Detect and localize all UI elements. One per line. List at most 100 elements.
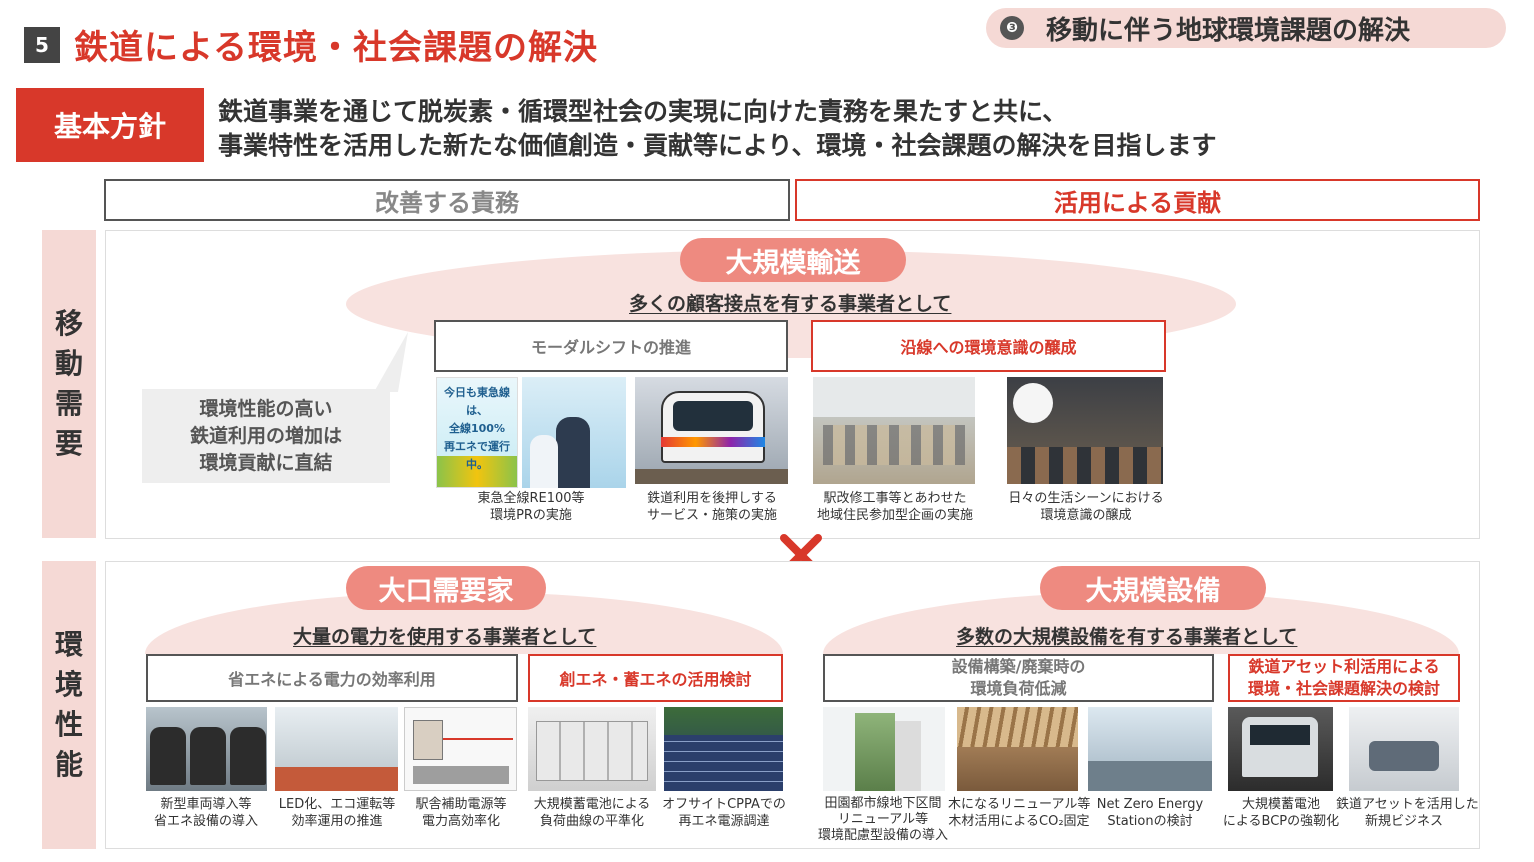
row-label-char: 境 — [54, 668, 83, 701]
awareness-box: 沿線への環境意識の醸成 — [811, 320, 1166, 372]
row-label-char: 動 — [54, 347, 83, 380]
large-facility-pill: 大規模設備 — [1040, 566, 1266, 610]
new-train-photo — [146, 707, 267, 791]
topic-number: ❸ — [1000, 16, 1024, 40]
caption-line: 効率運用の推進 — [291, 814, 383, 829]
caption-line: 田園都市線地下区間 — [824, 796, 942, 811]
caption-line: 新型車両導入等 — [160, 797, 252, 812]
tokyu-staff-poster-photo — [522, 377, 626, 488]
poster-line: 再エネで運行中。 — [444, 440, 510, 471]
caption: 大規模蓄電池 によるBCPの強靭化 — [1218, 796, 1344, 830]
caption-line: 地域住民参加型企画の実施 — [816, 508, 973, 523]
left-subtitle: 大量の電力を使用する事業者として — [293, 626, 597, 648]
building-rendering-photo — [823, 707, 945, 791]
solar-panel-photo — [664, 707, 783, 791]
row-label-char: 需 — [54, 387, 83, 420]
caption: 駅舎補助電源等 電力高効率化 — [400, 796, 522, 830]
caption: LED化、エコ運転等 効率運用の推進 — [270, 796, 404, 830]
mobility-pill: 大規模輸送 — [680, 238, 906, 282]
modal-shift-box: モーダルシフトの推進 — [434, 320, 788, 372]
caption: 駅改修工事等とあわせた 地域住民参加型企画の実施 — [800, 490, 990, 524]
caption-line: 電力高効率化 — [421, 814, 500, 829]
caption-line: 東急全線RE100等 — [477, 491, 585, 506]
caption-line: 大規模蓄電池 — [1241, 797, 1320, 812]
caption-line: 日々の生活シーンにおける — [1008, 491, 1164, 506]
caption-line: 木材活用によるCO₂固定 — [948, 814, 1090, 829]
topic-badge: ❸ 移動に伴う地球環境課題の解決 — [986, 8, 1506, 48]
page-title: 鉄道による環境・社会課題の解決 — [74, 28, 598, 68]
caption-line: 駅舎補助電源等 — [415, 797, 507, 812]
battery-storage-photo — [528, 707, 656, 791]
note-line: 環境性能の高い — [199, 397, 333, 420]
caption-line: オフサイトCPPAでの — [662, 797, 786, 812]
caption-line: 鉄道アセットを活用した — [1336, 797, 1479, 812]
led-station-photo — [275, 707, 398, 791]
note-line: 環境貢献に直結 — [199, 451, 333, 474]
lifestyle-market-photo — [1007, 377, 1163, 484]
caption-line: 木になるリニューアル等 — [948, 797, 1091, 812]
row-label-char: 能 — [54, 748, 83, 781]
caption-line: によるBCPの強靭化 — [1222, 814, 1340, 829]
callout-pointer — [374, 332, 408, 392]
row-label-mobility: 移 動 需 要 — [42, 230, 96, 538]
caption: 田園都市線地下区間 リニューアル等 環境配慮型設備の導入 — [808, 796, 958, 844]
energy-saving-box: 省エネによる電力の効率利用 — [146, 654, 518, 702]
row-label-char: 移 — [54, 307, 83, 340]
box-line: 設備構築/廃棄時の — [951, 657, 1086, 676]
row-label-char: 要 — [54, 427, 83, 460]
large-consumer-pill: 大口需要家 — [346, 566, 546, 610]
caption-line: 新規ビジネス — [1364, 814, 1443, 829]
caption: 鉄道利用を後押しする サービス・施策の実施 — [626, 490, 798, 524]
caption-line: 省エネ設備の導入 — [153, 814, 258, 829]
caption-line: 駅改修工事等とあわせた — [823, 491, 967, 506]
caption-line: 鉄道利用を後押しする — [647, 491, 777, 506]
box-line: 環境・社会課題解決の検討 — [1247, 679, 1440, 698]
mobility-subtitle: 多くの顧客接点を有する事業者として — [629, 293, 952, 315]
caption-line: 再エネ電源調達 — [678, 814, 770, 829]
right-subtitle: 多数の大規模設備を有する事業者として — [956, 626, 1298, 648]
caption: 東急全線RE100等 環境PRの実施 — [436, 490, 626, 524]
caption-line: 大規模蓄電池による — [533, 797, 651, 812]
caption: 木になるリニューアル等 木材活用によるCO₂固定 — [948, 796, 1090, 830]
row-label-char: 性 — [54, 708, 83, 741]
train-photo — [635, 377, 788, 484]
caption: 大規模蓄電池による 負荷曲線の平準化 — [522, 796, 662, 830]
policy-line-2: 事業特性を活用した新たな価値創造・貢献等により、環境・社会課題の解決を目指します — [218, 131, 1217, 160]
section-number: 5 — [24, 27, 60, 63]
asset-utilization-box: 鉄道アセット利活用による 環境・社会課題解決の検討 — [1228, 654, 1460, 702]
caption-line: LED化、エコ運転等 — [278, 797, 396, 812]
re100-poster-photo: 今日も東急線は、 全線100% 再エネで運行中。 — [436, 377, 518, 488]
station-renovation-photo — [813, 377, 975, 484]
note-line: 鉄道利用の増加は — [189, 424, 342, 447]
topic-label: 移動に伴う地球環境課題の解決 — [1046, 15, 1411, 46]
poster-line: 今日も東急線は、 — [444, 386, 510, 417]
caption-line: 環境PRの実施 — [490, 508, 572, 523]
poster-line: 全線100% — [449, 422, 505, 435]
column-header-duty: 改善する責務 — [104, 179, 790, 221]
caption-line: リニューアル等 — [837, 812, 929, 827]
auxiliary-power-diagram — [404, 707, 517, 791]
caption: 日々の生活シーンにおける 環境意識の醸成 — [995, 490, 1177, 524]
box-line: 鉄道アセット利活用による — [1248, 657, 1440, 676]
policy-line-1: 鉄道事業を通じて脱炭素・循環型社会の実現に向けた責務を果たすと共に、 — [218, 97, 1068, 126]
caption: 鉄道アセットを活用した 新規ビジネス — [1336, 796, 1479, 830]
policy-label: 基本方針 — [16, 88, 204, 162]
caption: 新型車両導入等 省エネ設備の導入 — [136, 796, 276, 830]
note-box: 環境性能の高い 鉄道利用の増加は 環境貢献に直結 — [142, 389, 390, 483]
caption-line: 負荷曲線の平準化 — [539, 814, 644, 829]
caption: オフサイトCPPAでの 再エネ電源調達 — [660, 796, 788, 830]
energy-creation-box: 創エネ・蓄エネの活用検討 — [528, 654, 783, 702]
row-label-char: 環 — [54, 628, 83, 661]
caption-line: 環境意識の醸成 — [1040, 508, 1132, 523]
column-header-contribution: 活用による貢献 — [795, 179, 1480, 221]
facility-lifecycle-box: 設備構築/廃棄時の 環境負荷低減 — [823, 654, 1214, 702]
row-label-environment: 環 境 性 能 — [42, 561, 96, 849]
bcp-battery-photo — [1228, 707, 1333, 791]
zero-energy-station-photo — [1088, 707, 1212, 791]
caption-line: 環境配慮型設備の導入 — [817, 828, 948, 843]
caption-line: サービス・施策の実施 — [646, 508, 777, 523]
wooden-station-photo — [957, 707, 1078, 791]
caption-line: Net Zero Energy — [1096, 797, 1204, 812]
caption: Net Zero Energy Stationの検討 — [1088, 796, 1212, 830]
caption-line: Stationの検討 — [1107, 814, 1193, 829]
